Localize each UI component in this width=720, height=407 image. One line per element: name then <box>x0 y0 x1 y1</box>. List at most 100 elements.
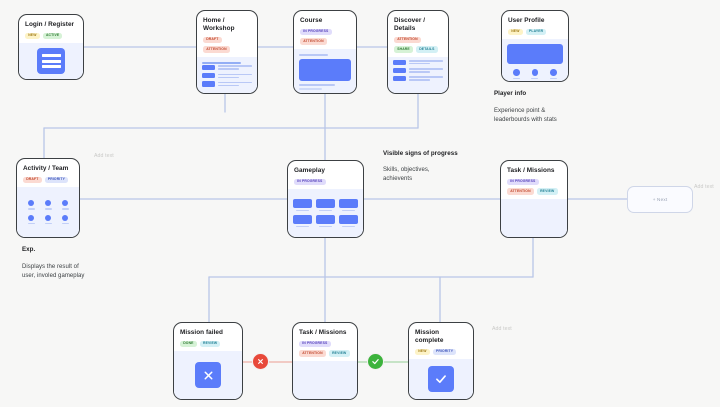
card-body <box>501 198 567 237</box>
annotation-body: Skills, objectives, achievents <box>383 167 430 183</box>
badge-group: NEW PRIORITY <box>415 348 467 356</box>
status-badge: ATTENTION <box>299 350 326 357</box>
avatar <box>61 199 69 207</box>
card-title: Discover / Details <box>394 17 426 32</box>
badge-group: IN PROGRESS <box>294 178 357 186</box>
status-badge: REVIEW <box>536 188 558 195</box>
card-header: Task / Missions IN PROGRESS ATTENTION RE… <box>501 161 567 199</box>
tile <box>293 199 312 209</box>
avatar <box>61 214 69 222</box>
node-mission-failed[interactable]: Mission failed DONE REVIEW <box>173 322 243 400</box>
card-body <box>502 39 568 81</box>
list-item <box>393 76 443 82</box>
profile-banner <box>507 44 563 65</box>
status-badge: PRIORITY <box>432 348 457 356</box>
status-badge: NEW <box>25 32 40 40</box>
list-item <box>393 59 443 65</box>
node-course[interactable]: Course IN PROGRESS ATTENTION <box>293 10 357 94</box>
avatar <box>513 69 520 76</box>
tile <box>316 215 335 225</box>
list-item <box>202 65 252 71</box>
list-item <box>202 81 252 87</box>
card-title: Gameplay <box>294 167 325 174</box>
card-header: Mission complete NEW PRIORITY <box>409 323 473 359</box>
annotation-exp: Exp. Displays the result of user, invole… <box>22 246 162 282</box>
status-badge: SHARE <box>394 46 413 53</box>
status-badge: DRAFT <box>23 176 42 184</box>
card-body <box>197 56 257 93</box>
card-title: Login / Register <box>25 21 75 28</box>
node-home-workshop[interactable]: Home / Workshop DRAFT ATTENTION <box>196 10 258 94</box>
badge-group: DRAFT PRIORITY <box>23 176 73 184</box>
avatar <box>550 69 557 76</box>
next-placeholder-button[interactable]: + Next <box>627 186 693 213</box>
card-body <box>294 48 356 93</box>
node-activity-team[interactable]: Activity / Team DRAFT PRIORITY <box>16 158 80 238</box>
node-task-missions-bottom[interactable]: Task / Missions IN PROGRESS ATTENTION RE… <box>292 322 358 400</box>
card-body <box>19 43 83 79</box>
node-mission-complete[interactable]: Mission complete NEW PRIORITY <box>408 322 474 400</box>
card-body <box>288 189 363 237</box>
media-preview <box>299 53 351 90</box>
badge-group: NEW PLAYER <box>508 28 562 36</box>
node-user-profile[interactable]: User Profile NEW PLAYER <box>501 10 569 82</box>
card-header: Course IN PROGRESS ATTENTION <box>294 11 356 49</box>
card-header: Activity / Team DRAFT PRIORITY <box>17 159 79 187</box>
status-badge: IN PROGRESS <box>294 178 326 186</box>
avatar <box>27 199 35 207</box>
node-gameplay[interactable]: Gameplay IN PROGRESS <box>287 160 364 238</box>
card-header: User Profile NEW PLAYER <box>502 11 568 39</box>
status-badge: ATTENTION <box>300 38 327 45</box>
status-badge: REVIEW <box>199 340 221 348</box>
placeholder-add-text-left[interactable]: Add text <box>94 153 114 159</box>
badge-group: DRAFT ATTENTION <box>203 36 251 53</box>
list-item <box>393 67 443 74</box>
card-header: Discover / Details ATTENTION SHARE DETAI… <box>388 11 448 57</box>
annotation-progress: Visible signs of progress Skills, object… <box>383 150 543 185</box>
check-icon <box>428 366 454 393</box>
status-badge: PRIORITY <box>44 176 69 184</box>
card-title: Task / Missions <box>507 167 555 174</box>
list-preview <box>393 59 443 82</box>
annotation-heading: Player info <box>494 90 527 97</box>
avatar <box>44 199 52 207</box>
gameplay-tile-grid <box>293 199 358 228</box>
badge-group: IN PROGRESS ATTENTION REVIEW <box>507 178 561 195</box>
hero-block <box>299 58 351 81</box>
card-title: Task / Missions <box>299 329 347 336</box>
badge-group: IN PROGRESS ATTENTION REVIEW <box>299 340 351 357</box>
card-title: Home / Workshop <box>203 17 235 32</box>
status-badge: DETAILS <box>416 46 438 53</box>
status-badge: IN PROGRESS <box>299 340 331 348</box>
node-login-register[interactable]: Login / Register NEW ACTIVE <box>18 14 84 80</box>
status-badge: ATTENTION <box>507 188 534 195</box>
card-header: Home / Workshop DRAFT ATTENTION <box>197 11 257 57</box>
tile <box>316 199 335 209</box>
node-task-missions-right[interactable]: Task / Missions IN PROGRESS ATTENTION RE… <box>500 160 568 238</box>
status-badge: ACTIVE <box>42 32 63 40</box>
badge-group: NEW ACTIVE <box>25 32 77 40</box>
card-title: Mission failed <box>180 329 223 336</box>
badge-group: ATTENTION SHARE DETAILS <box>394 36 442 53</box>
status-complete-icon <box>367 353 384 370</box>
badge-group: DONE REVIEW <box>180 340 236 348</box>
status-badge: ATTENTION <box>203 46 230 53</box>
form-icon <box>37 48 65 75</box>
status-badge: PLAYER <box>525 28 547 36</box>
annotation-heading: Visible signs of progress <box>383 150 458 157</box>
list-item <box>202 73 252 79</box>
annotation-heading: Exp. <box>22 246 36 253</box>
status-badge: DRAFT <box>203 36 222 44</box>
status-badge: ATTENTION <box>394 36 421 44</box>
header-bar <box>202 61 241 65</box>
status-badge: NEW <box>415 348 430 356</box>
card-header: Gameplay IN PROGRESS <box>288 161 363 189</box>
status-badge: NEW <box>508 28 523 36</box>
placeholder-add-text-bottom[interactable]: Add text <box>492 326 512 332</box>
close-icon <box>195 362 221 389</box>
card-body <box>293 360 357 399</box>
annotation-player-info: Player info Experience point & leaderbou… <box>494 90 624 126</box>
placeholder-add-text-right[interactable]: Add text <box>694 184 714 190</box>
node-discover-details[interactable]: Discover / Details ATTENTION SHARE DETAI… <box>387 10 449 94</box>
